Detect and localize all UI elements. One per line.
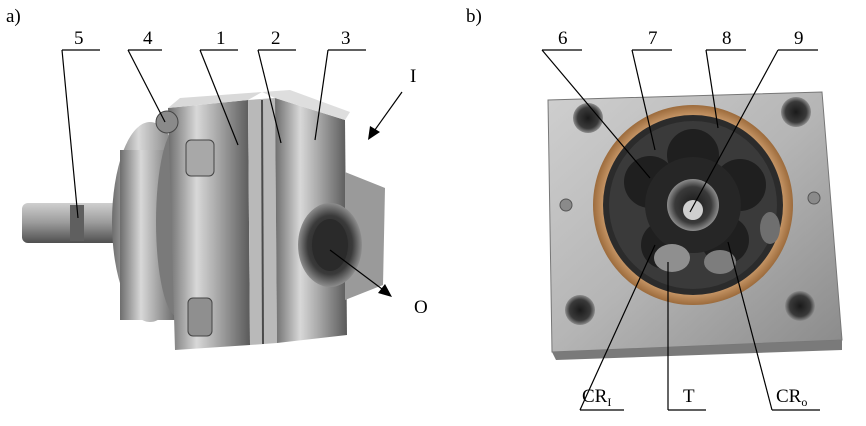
callout-4: 4 xyxy=(143,28,153,49)
callout-2: 2 xyxy=(271,28,281,49)
callout-inlet: I xyxy=(410,66,416,87)
pump-photo xyxy=(22,90,385,350)
callout-1: 1 xyxy=(216,28,226,49)
callout-cr-inlet: CRI xyxy=(582,386,611,409)
callout-3: 3 xyxy=(341,28,351,49)
panel-a-callouts: 5 4 1 2 3 I O xyxy=(61,28,428,318)
panel-b-label: b) xyxy=(466,6,482,27)
pump-plate-photo xyxy=(547,91,843,360)
bolt-icon xyxy=(155,110,215,337)
callout-9: 9 xyxy=(794,28,804,49)
callout-5: 5 xyxy=(74,28,84,49)
callout-6: 6 xyxy=(558,28,568,49)
panel-a-label: a) xyxy=(6,6,21,27)
callout-8: 8 xyxy=(722,28,732,49)
callout-t: T xyxy=(683,386,695,407)
callout-outlet: O xyxy=(414,297,428,318)
callout-7: 7 xyxy=(648,28,658,49)
panel-b-callouts: 6 7 8 9 CRI T CRo xyxy=(541,28,820,411)
callout-cr-outlet: CRo xyxy=(776,386,807,409)
